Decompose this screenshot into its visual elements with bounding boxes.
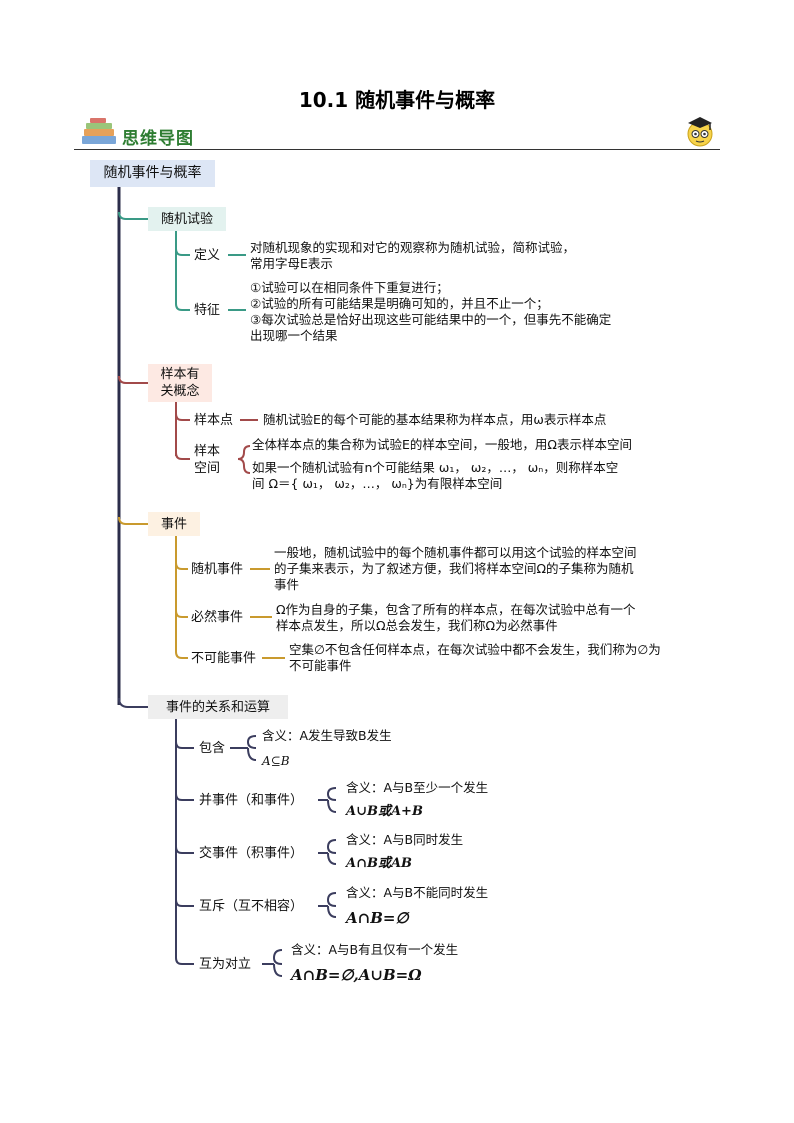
mind-map-banner: 思维导图 xyxy=(122,129,194,149)
trunk-to-event xyxy=(118,516,148,525)
label-random-event: 随机事件 xyxy=(191,562,244,577)
trunk-to-trial xyxy=(118,211,148,220)
exclusive-formula: A∩B=∅ xyxy=(346,909,409,927)
label-sample-space: 样本空间 xyxy=(194,444,221,476)
label-exclusive: 互斥（互不相容） xyxy=(199,899,304,914)
inclusion-formula: A⊆B xyxy=(262,754,290,768)
opposite-formula: A∩B=∅,A∪B=Ω xyxy=(291,966,422,984)
intersection-formula: A∩B或AB xyxy=(346,856,413,871)
union-formula: A∪B或A+B xyxy=(346,804,423,819)
root-node: 随机事件与概率 xyxy=(90,160,215,187)
trunk-to-sample xyxy=(118,375,148,384)
certain-event-text: Ω作为自身的子集，包含了所有的样本点，在每次试验中总有一个样本点发生，所以Ω总会… xyxy=(276,602,636,633)
sample-space-text-2: 如果一个随机试验有n个可能结果 ω₁， ω₂，…， ωₙ，则称样本空间 Ω＝{ … xyxy=(252,460,619,491)
label-features: 特征 xyxy=(194,303,221,318)
node-relations: 事件的关系和运算 xyxy=(148,695,288,719)
page-title: 10.1 随机事件与概率 xyxy=(298,88,496,112)
features-text: ①试验可以在相同条件下重复进行；②试验的所有可能结果是明确可知的，并且不止一个；… xyxy=(250,280,612,343)
label-impossible-event: 不可能事件 xyxy=(191,651,257,666)
trunk-to-relations xyxy=(118,697,148,708)
label-inclusion: 包含 xyxy=(199,741,226,756)
inclusion-meaning: 含义：A发生导致B发生 xyxy=(262,728,392,743)
node-event: 事件 xyxy=(148,512,200,536)
sample-point-text: 随机试验E的每个可能的基本结果称为样本点，用ω表示样本点 xyxy=(263,412,607,427)
union-meaning: 含义：A与B至少一个发生 xyxy=(346,780,489,795)
label-intersection: 交事件（积事件） xyxy=(199,846,304,861)
sample-space-text-1: 全体样本点的集合称为试验E的样本空间，一般地，用Ω表示样本空间 xyxy=(252,437,632,452)
intersection-meaning: 含义：A与B同时发生 xyxy=(346,832,464,847)
scholar-emoji-icon xyxy=(686,114,714,148)
label-definition: 定义 xyxy=(194,248,221,263)
books-icon xyxy=(80,118,120,146)
label-certain-event: 必然事件 xyxy=(191,610,244,625)
label-sample-point: 样本点 xyxy=(194,413,234,428)
label-union: 并事件（和事件） xyxy=(199,793,304,808)
random-event-text: 一般地，随机试验中的每个随机事件都可以用这个试验的样本空间的子集来表示，为了叙述… xyxy=(274,545,637,592)
node-sample-concepts: 样本有关概念 xyxy=(148,364,212,402)
node-random-trial: 随机试验 xyxy=(148,207,226,231)
label-opposite: 互为对立 xyxy=(199,957,252,972)
impossible-event-text: 空集∅不包含任何样本点，在每次试验中都不会发生，我们称为∅为不可能事件 xyxy=(289,642,661,673)
exclusive-meaning: 含义：A与B不能同时发生 xyxy=(346,885,489,900)
opposite-meaning: 含义：A与B有且仅有一个发生 xyxy=(291,942,459,957)
definition-text: 对随机现象的实现和对它的观察称为随机试验，简称试验，常用字母E表示 xyxy=(250,240,576,271)
header-divider xyxy=(74,149,720,150)
